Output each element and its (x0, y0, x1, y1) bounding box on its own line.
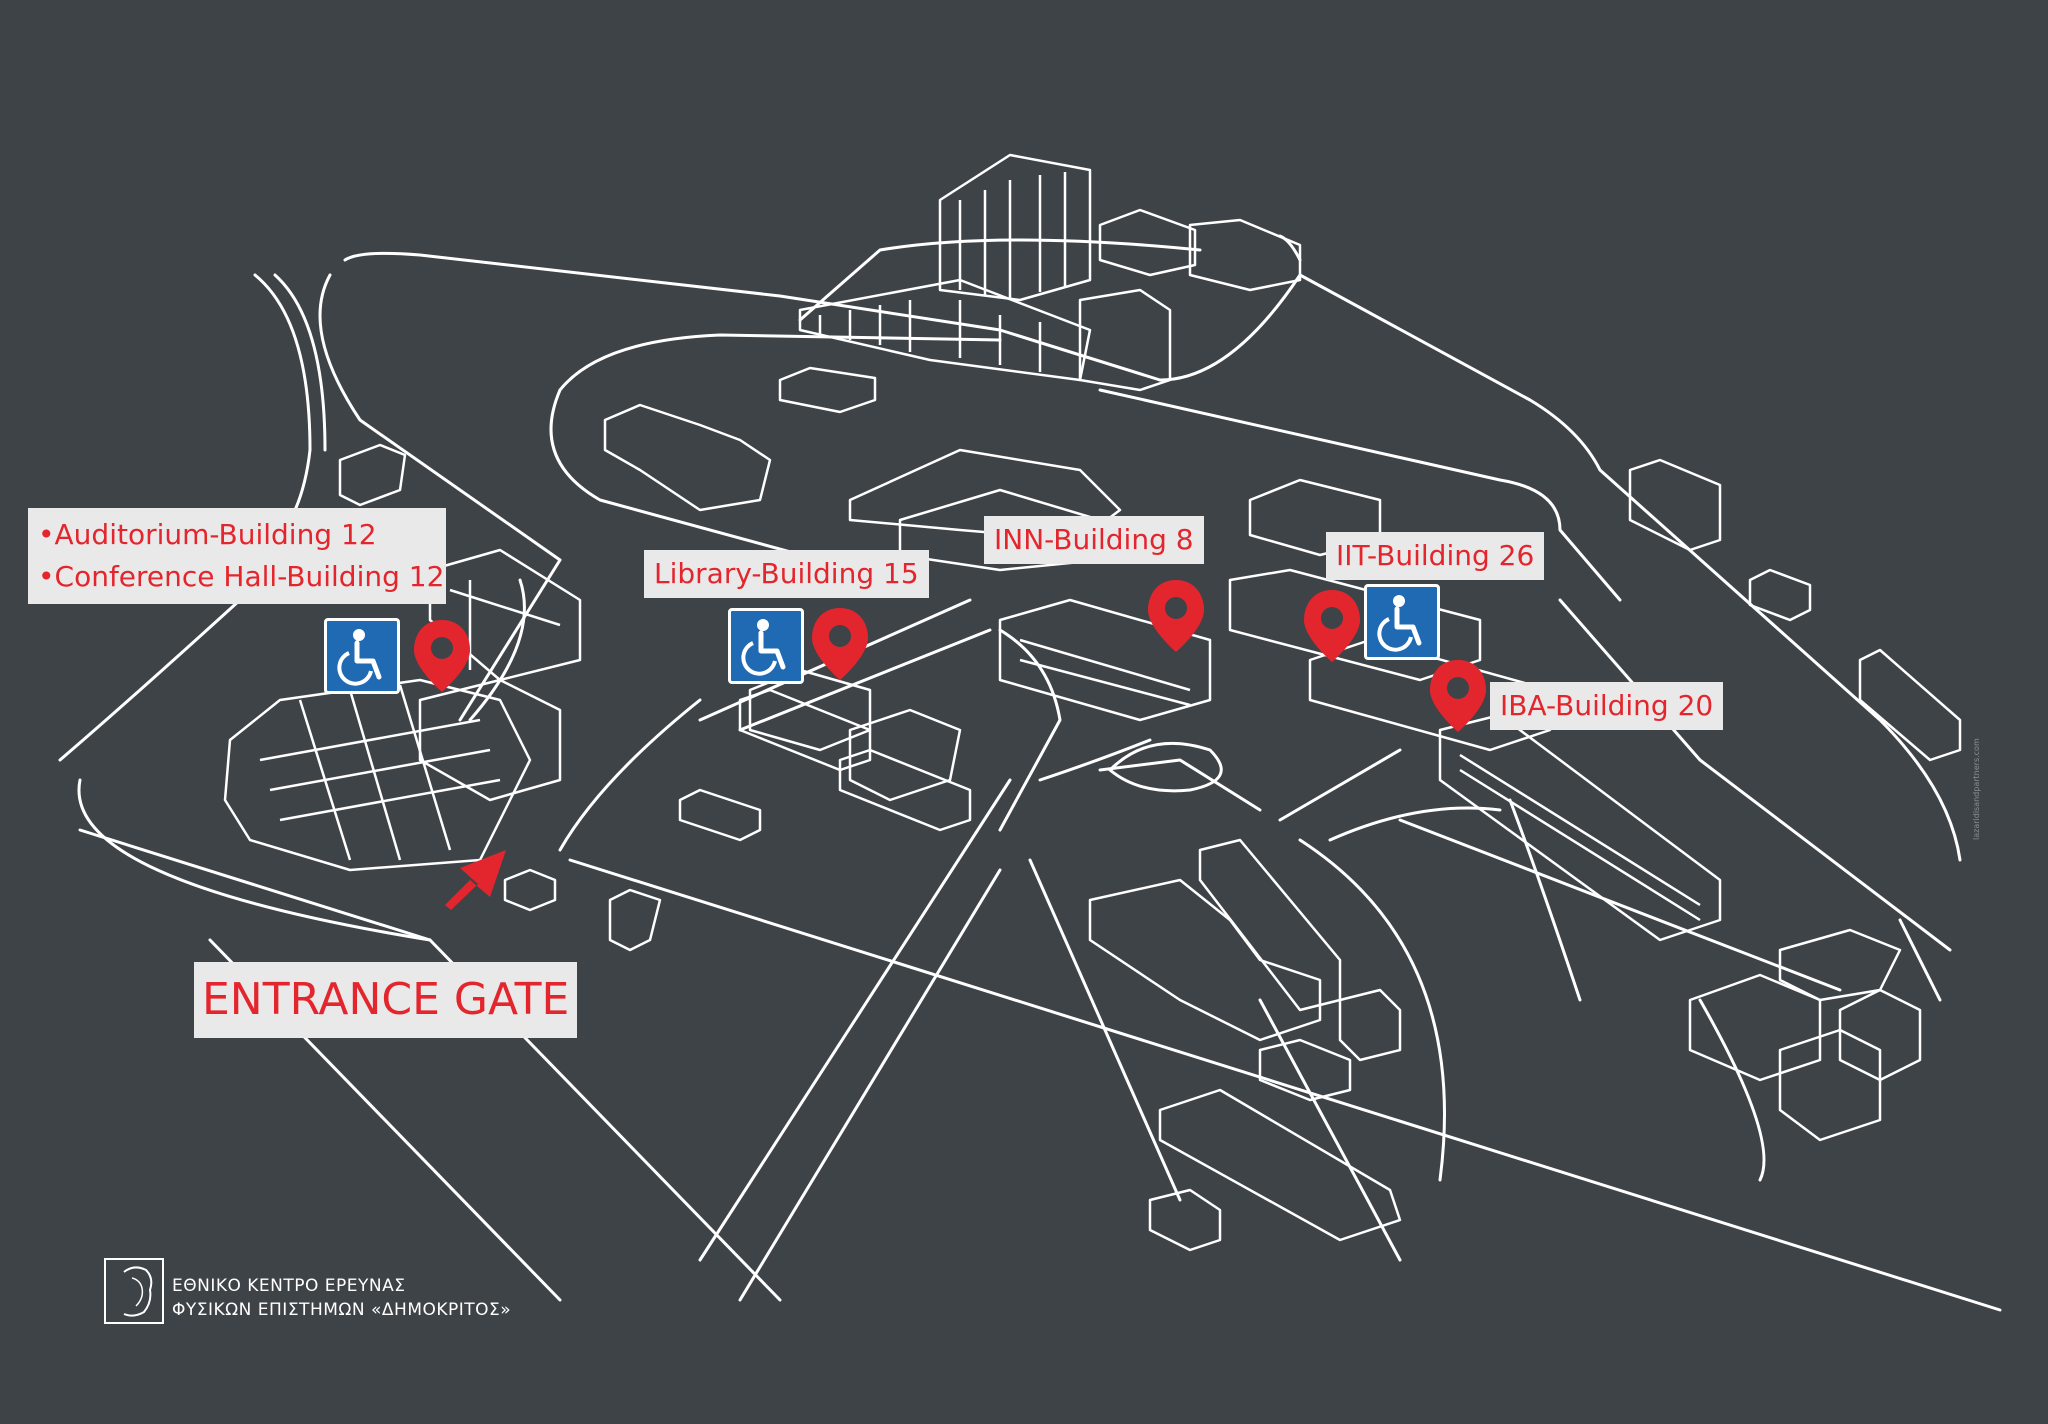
location-pin-icon[interactable] (414, 620, 470, 692)
label-inn[interactable]: INN-Building 8 (984, 516, 1204, 564)
location-pin-icon[interactable] (1304, 590, 1360, 662)
wheelchair-accessible-icon (324, 618, 400, 694)
label-conference-hall: •Conference Hall-Building 12 (38, 560, 445, 593)
label-auditorium: •Auditorium-Building 12 (38, 518, 377, 551)
wheelchair-accessible-icon (728, 608, 804, 684)
label-auditorium-conference[interactable]: •Auditorium-Building 12 •Conference Hall… (28, 508, 446, 604)
entrance-arrow-icon (445, 850, 506, 910)
roads (58, 234, 2002, 1312)
organization-name-line1: ΕΘΝΙΚΟ ΚΕΝΤΡΟ ΕΡΕΥΝΑΣ (172, 1276, 406, 1296)
label-library[interactable]: Library-Building 15 (644, 550, 929, 598)
location-pin-icon[interactable] (812, 608, 868, 680)
location-pin-icon[interactable] (1430, 660, 1486, 732)
label-entrance-gate[interactable]: ENTRANCE GATE (194, 962, 578, 1038)
credit-text: lazaridisandpartners.com (1972, 738, 1981, 840)
organization-name-line2: ΦΥΣΙΚΩΝ ΕΠΙΣΤΗΜΩΝ «ΔΗΜΟΚΡΙΤΟΣ» (172, 1300, 512, 1320)
location-pin-icon[interactable] (1148, 580, 1204, 652)
demokritos-logo (104, 1258, 164, 1324)
label-iba[interactable]: IBA-Building 20 (1490, 682, 1724, 730)
label-iit[interactable]: IIT-Building 26 (1326, 532, 1545, 580)
organization-name: ΕΘΝΙΚΟ ΚΕΝΤΡΟ ΕΡΕΥΝΑΣ ΦΥΣΙΚΩΝ ΕΠΙΣΤΗΜΩΝ … (172, 1274, 511, 1322)
wheelchair-accessible-icon (1364, 584, 1440, 660)
buildings (223, 153, 1962, 1252)
